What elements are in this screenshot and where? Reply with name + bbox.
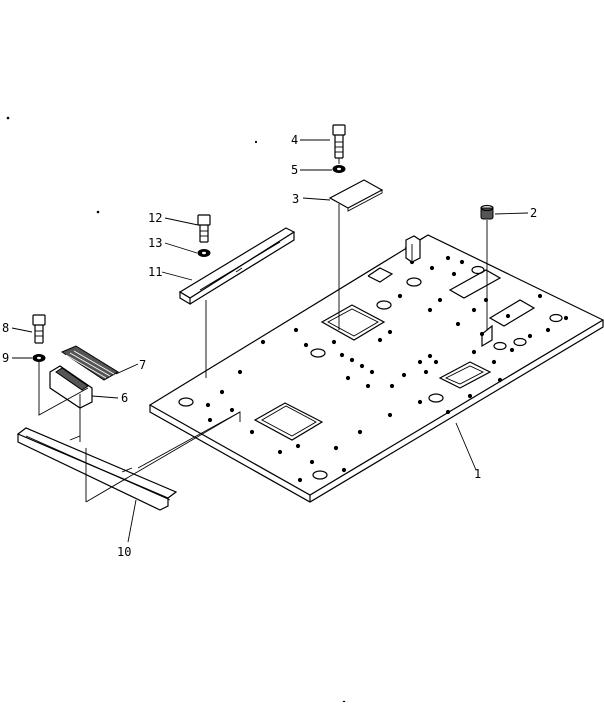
cover-plate-assembly: [328, 124, 384, 330]
callout-6: 6: [121, 391, 128, 405]
callout-labels: 1 2 3 4 5 6 7 8 9 10 11 12 13: [2, 133, 537, 559]
floor-plate: [148, 234, 604, 503]
callout-10: 10: [117, 545, 131, 559]
plate-post: [367, 235, 421, 283]
callout-8: 8: [2, 321, 9, 335]
callout-13: 13: [148, 236, 162, 250]
callout-7: 7: [139, 358, 146, 372]
callout-9: 9: [2, 351, 9, 365]
callout-12: 12: [148, 211, 162, 225]
callout-1: 1: [474, 467, 481, 481]
bracket-assembly: [178, 214, 296, 378]
leader-lines: [11, 139, 529, 543]
callout-3: 3: [292, 192, 299, 206]
callout-11: 11: [148, 265, 162, 279]
cap-plug: [480, 204, 494, 348]
callout-4: 4: [291, 133, 298, 147]
callout-2: 2: [530, 206, 537, 220]
callout-5: 5: [291, 163, 298, 177]
pedal-assembly: [16, 314, 241, 511]
